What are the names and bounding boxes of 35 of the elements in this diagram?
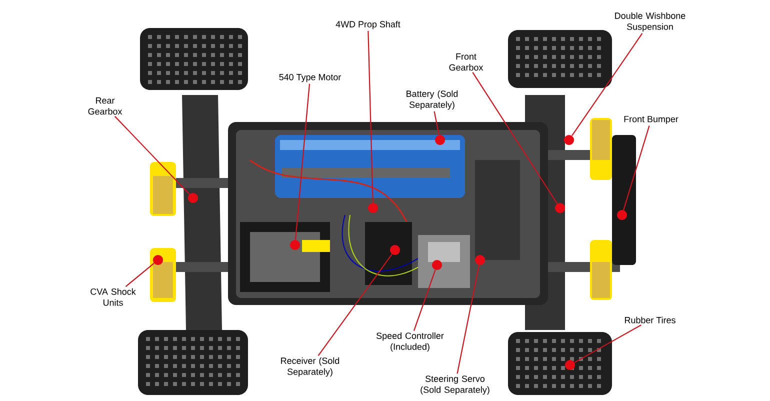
callout-label: 4WD Prop Shaft <box>336 20 400 30</box>
leader-line <box>114 116 190 195</box>
callout-label: Front Gearbox <box>449 53 484 71</box>
callout-label: CVA Shock Units <box>90 288 136 306</box>
marker-dot <box>565 360 575 370</box>
marker-dot <box>188 193 198 203</box>
callout-label: Battery (Sold Separately) <box>406 90 458 110</box>
leader-line <box>456 265 480 374</box>
marker-dot <box>555 203 565 213</box>
marker-dot <box>432 260 442 270</box>
leader-line <box>294 84 310 240</box>
marker-dot <box>564 135 574 145</box>
marker-dot <box>153 255 163 265</box>
marker-dot <box>390 245 400 255</box>
leader-line <box>472 72 558 204</box>
leader-line <box>413 270 436 331</box>
marker-dot <box>475 255 485 265</box>
callout-label: Receiver (Sold Separately) <box>281 357 340 377</box>
leader-line <box>434 111 440 136</box>
callout-label: Steering Servo (Sold Separately) <box>420 375 490 395</box>
leader-line <box>318 254 392 356</box>
marker-dot <box>617 210 627 220</box>
leader-line <box>368 30 374 203</box>
callout-label: Front Bumper <box>624 116 678 124</box>
leader-line <box>574 324 642 363</box>
leader-line <box>623 126 650 210</box>
callout-label: 540 Type Motor <box>279 74 341 82</box>
callout-label: Rubber Tires <box>625 316 676 324</box>
marker-dot <box>290 240 300 250</box>
callout-label: Double Wishbone Suspension <box>615 12 686 32</box>
marker-dot <box>435 135 445 145</box>
callout-label: Speed Controller (Included) <box>376 332 444 352</box>
callout-label: Rear Gearbox <box>88 97 122 115</box>
marker-dot <box>368 203 378 213</box>
leader-line <box>572 33 643 136</box>
